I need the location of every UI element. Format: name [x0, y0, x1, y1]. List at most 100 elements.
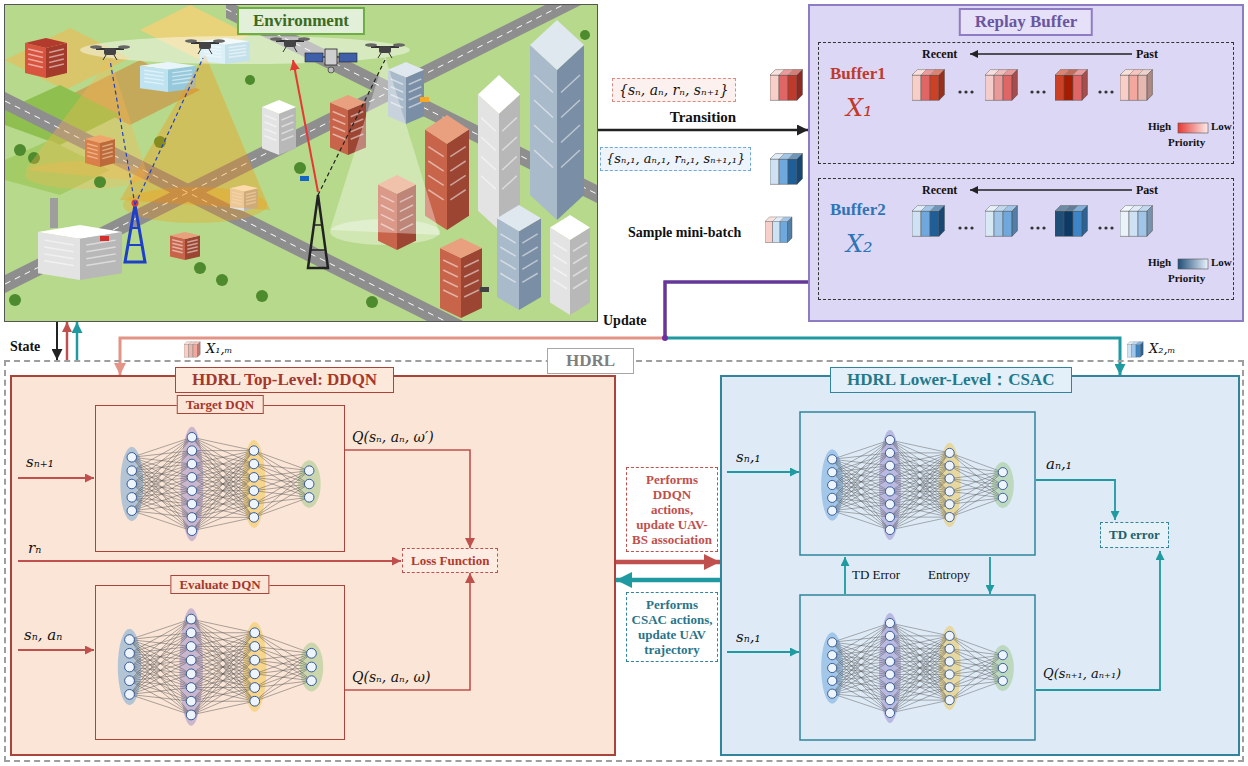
neural-network — [118, 608, 323, 725]
buffer-contents — [1098, 226, 1101, 229]
city-illustration — [9, 294, 21, 306]
city-illustration — [330, 56, 440, 235]
city-illustration — [90, 45, 130, 60]
replay-buffer-panel: Replay BufferBuffer1X₁RecentPastHighLowP… — [808, 4, 1244, 322]
action-note: Performs DDQN actions, update UAV-BS ass… — [626, 467, 718, 552]
city-illustration — [14, 144, 26, 156]
buffer-contents — [1104, 226, 1107, 229]
city-illustration — [270, 37, 310, 52]
city-illustration — [339, 53, 357, 62]
buffer-box: Buffer2X₂RecentPastHighLowPriority — [818, 178, 1234, 300]
buffer-contents — [958, 226, 961, 229]
neural-network — [118, 412, 1035, 740]
city-illustration — [5, 5, 597, 321]
buffer-contents — [1110, 226, 1113, 229]
ddqn-panel: HDRL Top-Level: DDQNTarget DQNEvaluate D… — [10, 375, 616, 756]
axis-label: Recent — [922, 183, 957, 197]
city-illustration — [480, 287, 489, 292]
edge-label: State — [10, 338, 40, 355]
city-illustration — [365, 43, 405, 58]
buffer-contents — [958, 90, 1113, 229]
city-illustration — [262, 100, 296, 155]
buffer-contents — [1110, 90, 1113, 93]
environment-panel: Environment — [4, 4, 598, 322]
city-illustration — [125, 205, 145, 262]
neural-network — [800, 595, 1035, 740]
buffer-contents — [1042, 226, 1045, 229]
transition-tuple-icon — [765, 217, 792, 243]
buffer-contents — [1178, 259, 1208, 269]
signal-arrow — [1036, 551, 1160, 690]
axis-label: Past — [1136, 183, 1158, 197]
city-illustration — [305, 53, 323, 62]
update-stem — [665, 282, 808, 338]
buffer-contents — [912, 54, 1208, 269]
tuple-text: {sₙ,₁, aₙ,₁, rₙ,₁, sₙ₊₁,₁} — [606, 150, 745, 168]
signal-arrow — [18, 560, 401, 562]
priority-label: Priority — [1168, 136, 1205, 149]
flow-arrow — [66, 322, 69, 360]
math-label: sₙ,₁ — [736, 448, 761, 466]
buffer-symbol: X₁ — [846, 94, 873, 122]
hdrl-frame: HDRLHDRL Top-Level: DDQNTarget DQNEvalua… — [4, 360, 1244, 762]
city-illustration — [300, 176, 309, 181]
city-illustration — [194, 262, 206, 274]
buffer-contents — [1036, 90, 1039, 93]
transition-tuple-icon — [184, 70, 1143, 357]
buffer-contents — [912, 206, 944, 237]
flow-arrow — [76, 322, 79, 360]
buffer-contents — [985, 70, 1017, 101]
box-text: Loss Function — [411, 552, 489, 569]
buffer-contents — [970, 53, 1132, 54]
city-illustration — [25, 38, 67, 78]
city-illustration — [580, 30, 590, 40]
flow-arrow — [345, 573, 470, 690]
signal-arrow — [989, 557, 991, 594]
city-illustration — [478, 75, 520, 230]
city-illustration — [110, 60, 135, 205]
priority-label: High — [1148, 120, 1171, 133]
buffer-contents — [1030, 226, 1033, 229]
buffer-contents — [1055, 206, 1087, 237]
csac-panel: HDRL Lower-Level：CSACTD error — [720, 375, 1240, 756]
math-label: rₙ — [28, 539, 41, 557]
city-illustration — [132, 227, 138, 229]
city-illustration — [294, 162, 306, 174]
buffer-contents — [1120, 206, 1152, 237]
buffer-name: Buffer2 — [830, 200, 886, 220]
network-box: Target DQN — [95, 405, 345, 552]
edge-label: Transition — [670, 108, 736, 126]
city-illustration — [305, 49, 357, 73]
city-illustration — [550, 215, 590, 315]
note-text: Performs DDQN actions, update UAV-BS ass… — [631, 472, 713, 547]
flow-arrow — [56, 322, 58, 360]
action-note: Performs CSAC actions, update UAV trajec… — [626, 592, 718, 662]
buffer-symbol: X₂ — [846, 230, 873, 258]
signal-arrow — [18, 477, 94, 479]
signal-label: Entropy — [928, 567, 970, 583]
buffer-contents — [970, 90, 973, 93]
city-illustration — [318, 60, 385, 195]
city-illustration — [185, 39, 225, 54]
city-illustration — [245, 75, 255, 85]
city-illustration — [100, 236, 109, 241]
city-illustration — [170, 232, 200, 260]
city-illustration — [314, 224, 322, 226]
network-title: Evaluate DQN — [170, 575, 269, 594]
neural-network — [821, 430, 1014, 540]
transition-tuple-icon — [184, 342, 200, 357]
flow-arrow — [616, 578, 720, 583]
city-illustration — [9, 30, 590, 308]
batch-symbol: X₁,ₘ — [206, 341, 233, 356]
flow-arrow — [120, 282, 808, 375]
edge-label: Q(sₙ, aₙ, ω) — [352, 669, 431, 686]
buffer-contents — [958, 90, 961, 93]
network-box: Evaluate DQN — [95, 585, 345, 740]
update-stem — [662, 335, 668, 341]
edge-label: Q(sₙ, aₙ, ω′) — [352, 429, 434, 446]
frame-title: HDRL — [547, 348, 634, 374]
panel-fill — [10, 375, 616, 756]
city-illustration — [80, 36, 410, 64]
flow-arrow — [665, 282, 1120, 375]
buffer-contents — [964, 226, 967, 229]
